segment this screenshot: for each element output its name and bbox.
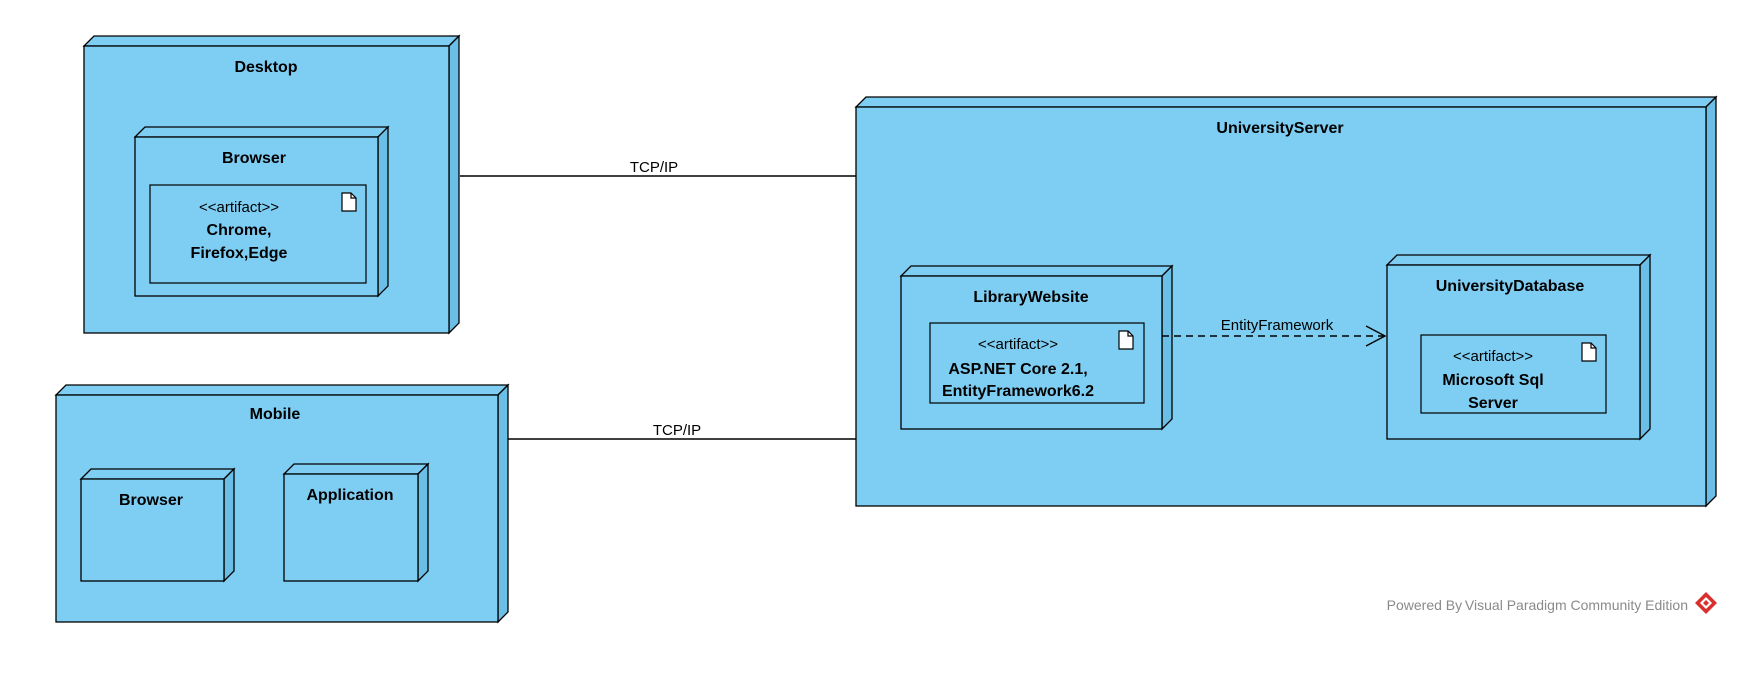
desktop-node-side <box>448 34 460 335</box>
entityframework-label: EntityFramework <box>1221 317 1334 334</box>
sqlserver-artifact-line1: Microsoft Sql <box>1442 372 1543 389</box>
open-arrowhead-icon <box>1365 325 1387 347</box>
mobile-browser-front <box>80 478 225 582</box>
university-server-title: UniversityServer <box>1216 120 1343 137</box>
aspnet-artifact-line2: EntityFramework6.2 <box>942 383 1094 400</box>
browsers-artifact-stereotype: <<artifact>> <box>199 199 279 216</box>
university-server-node[interactable]: UniversityServer LibraryWebsite <<artifa… <box>854 95 1718 508</box>
library-website-title: LibraryWebsite <box>973 289 1088 306</box>
watermark: Powered By Visual Paradigm Community Edi… <box>1387 592 1717 614</box>
browsers-artifact-line2: Firefox,Edge <box>191 245 288 262</box>
document-icon <box>1581 342 1597 362</box>
entityframework-dependency[interactable]: EntityFramework <box>1162 317 1387 347</box>
mobile-browser-top <box>79 468 236 480</box>
desktop-browser-title: Browser <box>222 150 286 167</box>
sqlserver-artifact-line2: Server <box>1468 395 1518 412</box>
desktop-connection-label: TCP/IP <box>630 159 678 176</box>
library-website-top <box>899 265 1174 277</box>
browsers-artifact[interactable]: <<artifact>> Chrome, Firefox,Edge <box>149 184 367 284</box>
library-website-node[interactable]: LibraryWebsite <<artifact>> ASP.NET Core… <box>899 264 1174 431</box>
library-website-side <box>1161 264 1173 431</box>
desktop-node-top <box>82 35 461 47</box>
desktop-browser-top <box>133 126 390 138</box>
aspnet-artifact-stereotype: <<artifact>> <box>978 336 1058 353</box>
university-server-top <box>854 96 1718 108</box>
visual-paradigm-logo-icon <box>1695 592 1717 614</box>
mobile-application-title: Application <box>306 487 393 504</box>
university-server-side <box>1705 95 1717 508</box>
university-database-top <box>1385 254 1652 266</box>
aspnet-artifact-line1: ASP.NET Core 2.1, <box>948 361 1087 378</box>
mobile-browser-node[interactable]: Browser <box>79 467 236 583</box>
aspnet-artifact[interactable]: <<artifact>> ASP.NET Core 2.1, EntityFra… <box>929 322 1145 404</box>
mobile-browser-title: Browser <box>119 492 183 509</box>
watermark-text: Powered By Visual Paradigm Community Edi… <box>1387 597 1688 613</box>
mobile-browser-side <box>223 467 235 583</box>
university-database-side <box>1639 253 1651 441</box>
university-database-node[interactable]: UniversityDatabase <<artifact>> Microsof… <box>1385 253 1652 441</box>
mobile-application-front <box>283 473 419 582</box>
browsers-artifact-line1: Chrome, <box>207 222 272 239</box>
mobile-application-top <box>282 463 430 475</box>
sqlserver-artifact-stereotype: <<artifact>> <box>1453 348 1533 365</box>
university-database-title: UniversityDatabase <box>1436 278 1585 295</box>
document-icon <box>341 192 357 212</box>
desktop-node-title: Desktop <box>234 59 297 76</box>
mobile-application-side <box>417 462 429 583</box>
document-icon <box>1118 330 1134 350</box>
desktop-browser-side <box>377 125 389 298</box>
desktop-browser-node[interactable]: Browser <<artifact>> Chrome, Firefox,Edg… <box>133 125 390 298</box>
mobile-node-title: Mobile <box>250 406 301 423</box>
aspnet-artifact-box <box>929 322 1145 404</box>
mobile-application-node[interactable]: Application <box>282 462 430 583</box>
sqlserver-artifact-box <box>1420 334 1607 414</box>
mobile-connection-label: TCP/IP <box>653 422 701 439</box>
desktop-server-connection[interactable]: TCP/IP <box>460 159 856 177</box>
desktop-node[interactable]: Desktop Browser <<artifact>> Chrome, Fir… <box>82 34 461 335</box>
mobile-server-connection[interactable]: TCP/IP <box>508 422 856 440</box>
mobile-node-side <box>497 383 509 624</box>
browsers-artifact-box <box>149 184 367 284</box>
mobile-node-top <box>54 384 510 396</box>
sqlserver-artifact[interactable]: <<artifact>> Microsoft Sql Server <box>1420 334 1607 414</box>
mobile-node[interactable]: Mobile Browser Application <box>54 383 510 624</box>
